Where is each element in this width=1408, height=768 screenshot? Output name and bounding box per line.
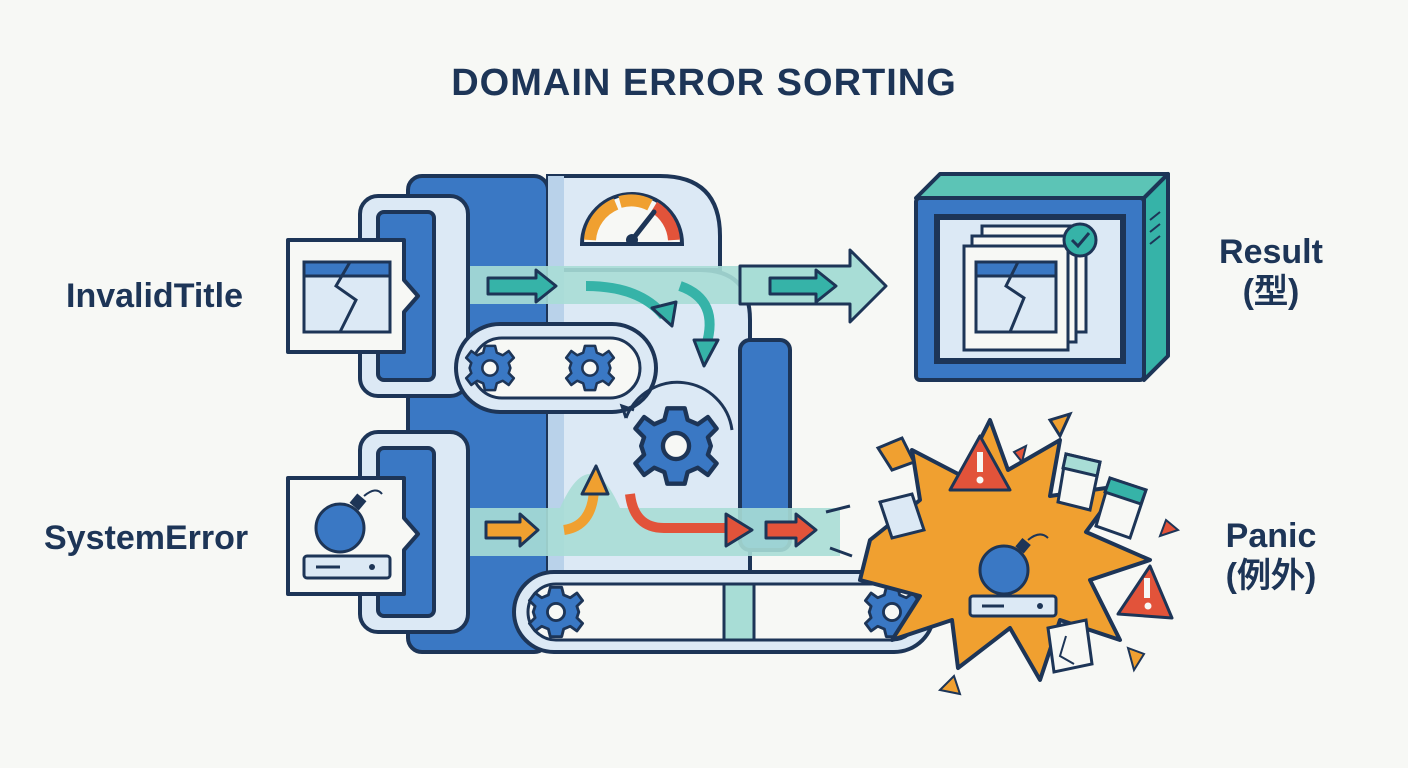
upper-conveyor bbox=[454, 322, 658, 414]
output-label-result: Result (型) bbox=[1196, 232, 1346, 312]
panic-flow-path bbox=[470, 464, 853, 558]
output-label-result-sub: (型) bbox=[1242, 273, 1300, 311]
bomb-icon bbox=[286, 476, 420, 596]
explosion-icon bbox=[858, 411, 1181, 696]
output-label-panic-name: Panic bbox=[1225, 517, 1317, 555]
gauge-icon bbox=[579, 192, 685, 246]
output-label-panic: Panic (例外) bbox=[1196, 516, 1346, 596]
checked-document-icon bbox=[914, 172, 1170, 382]
central-gear-icon bbox=[619, 380, 734, 483]
diagram-title: DOMAIN ERROR SORTING bbox=[451, 62, 957, 104]
output-label-panic-sub: (例外) bbox=[1225, 557, 1317, 595]
result-flow-path bbox=[470, 248, 888, 368]
output-label-result-name: Result bbox=[1219, 233, 1323, 271]
broken-document-icon bbox=[286, 238, 420, 354]
input-label-system-error: SystemError bbox=[44, 519, 249, 557]
input-label-invalid-title: InvalidTitle bbox=[66, 277, 243, 315]
